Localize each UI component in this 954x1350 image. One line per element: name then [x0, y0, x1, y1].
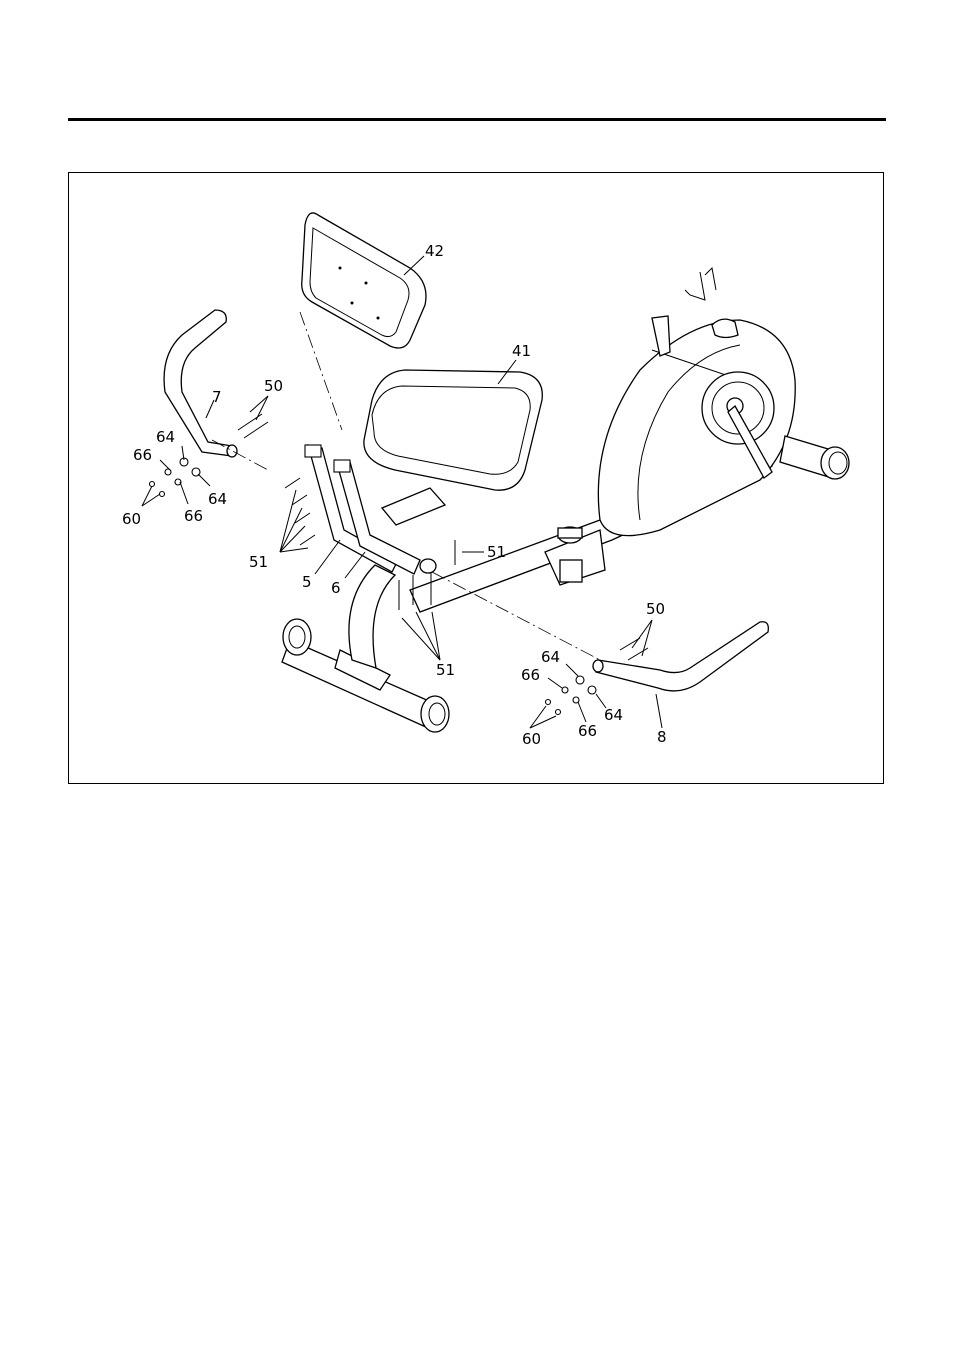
callout-42: 42: [425, 242, 444, 260]
callout-51-carriage: 51: [487, 543, 506, 561]
callout-64-left-a: 64: [156, 428, 175, 446]
front-upright: [349, 565, 395, 668]
callout-66-left-b: 66: [184, 507, 203, 525]
callout-41: 41: [512, 342, 531, 360]
seat-adjust-knob: [558, 527, 582, 543]
callout-64-right-b: 64: [604, 706, 623, 724]
callout-64-left-b: 64: [208, 490, 227, 508]
seat-back: [302, 213, 426, 348]
callout-5: 5: [302, 573, 312, 591]
callout-51-seat: 51: [249, 553, 268, 571]
rear-stabilizer: [780, 436, 849, 479]
callout-66-left-a: 66: [133, 446, 152, 464]
callout-64-right-a: 64: [541, 648, 560, 666]
callout-60-right: 60: [522, 730, 541, 748]
seat-cushion: [364, 370, 542, 490]
callout-51-lower: 51: [436, 661, 455, 679]
right-handlebar: [593, 622, 768, 691]
callout-50-right: 50: [646, 600, 665, 618]
callout-66-right-b: 66: [578, 722, 597, 740]
callout-66-right-a: 66: [521, 666, 540, 684]
callout-7: 7: [212, 388, 222, 406]
callout-8: 8: [657, 728, 667, 746]
console-housing: [598, 268, 795, 536]
callout-6: 6: [331, 579, 341, 597]
callout-50-left: 50: [264, 377, 283, 395]
callout-60-left: 60: [122, 510, 141, 528]
alignment-lines: [212, 312, 600, 660]
